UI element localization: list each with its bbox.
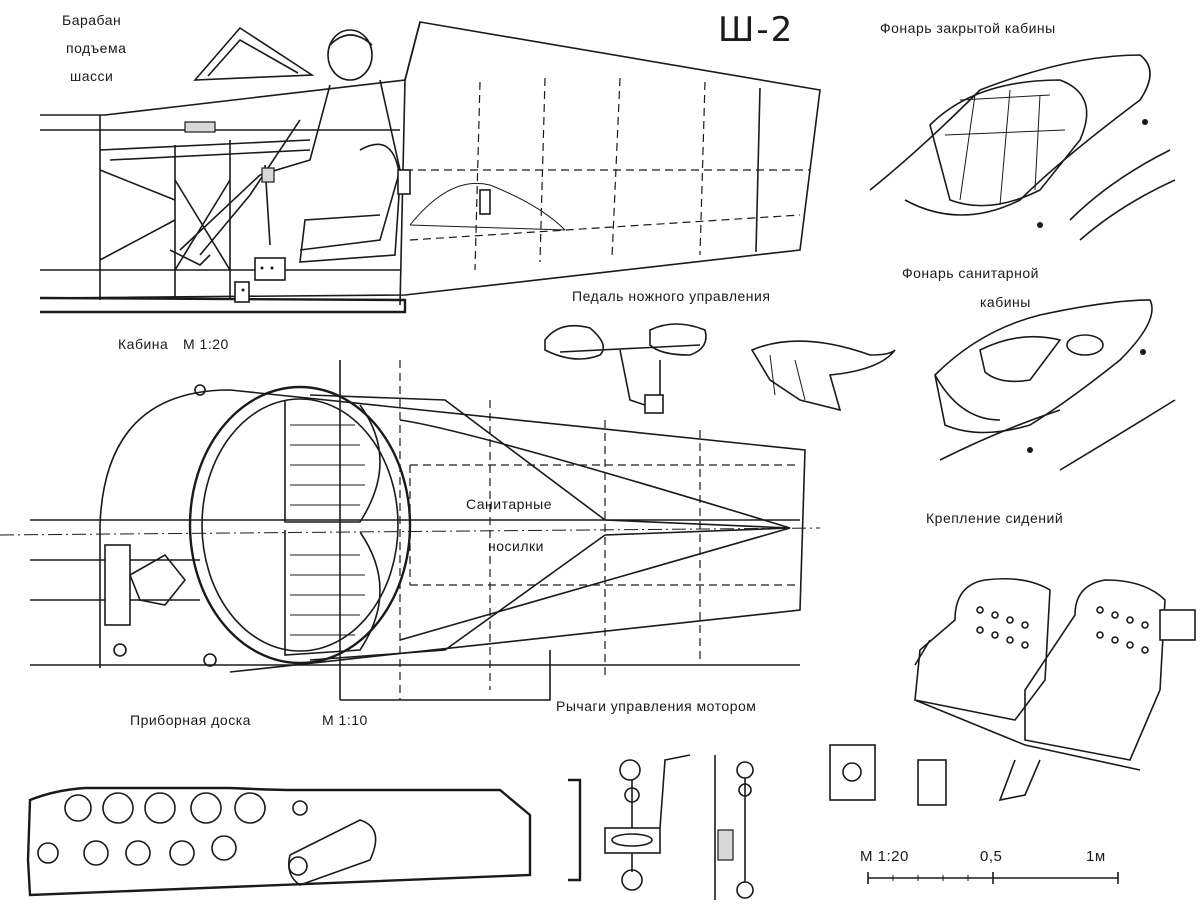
sanitary-canopy-drawing <box>934 299 1176 471</box>
gauges <box>37 792 308 866</box>
instrument-panel-drawing <box>26 786 532 897</box>
page-title: Ш-2 <box>718 10 795 50</box>
label-cabin: Кабина <box>118 336 169 352</box>
closed-canopy-drawing <box>869 54 1176 241</box>
seats-drawing <box>829 577 1196 806</box>
label-sanitary-canopy-line1: Фонарь санитарной <box>902 265 1039 281</box>
cabin-side-view <box>39 21 821 314</box>
scale-bar <box>867 872 1119 884</box>
scale-bar-ratio: М 1:20 <box>860 848 909 865</box>
label-closed-canopy: Фонарь закрытой кабины <box>880 20 1056 36</box>
label-panel: Приборная доска <box>130 712 251 728</box>
label-pedal: Педаль ножного управления <box>572 288 771 304</box>
label-cabin-scale: М 1:20 <box>183 336 229 352</box>
label-drum-line3: шасси <box>70 68 114 84</box>
seat-holes <box>976 606 1149 654</box>
label-sanitary-canopy-line2: кабины <box>980 294 1031 310</box>
engine-levers-drawing <box>568 754 754 900</box>
label-seat-mount: Крепление сидений <box>926 510 1064 526</box>
label-stretchers-line2: носилки <box>488 538 544 554</box>
scale-bar-mid: 0,5 <box>980 848 1003 865</box>
label-engine-levers: Рычаги управления мотором <box>556 698 757 714</box>
label-drum-line2: подъема <box>66 40 127 56</box>
label-panel-scale: М 1:10 <box>322 712 368 728</box>
cabin-top-view <box>0 360 821 701</box>
scale-bar-end: 1м <box>1086 848 1106 865</box>
label-stretchers-line1: Санитарные <box>466 496 553 512</box>
pedal-drawing <box>544 323 896 414</box>
label-drum-line1: Барабан <box>62 12 122 28</box>
